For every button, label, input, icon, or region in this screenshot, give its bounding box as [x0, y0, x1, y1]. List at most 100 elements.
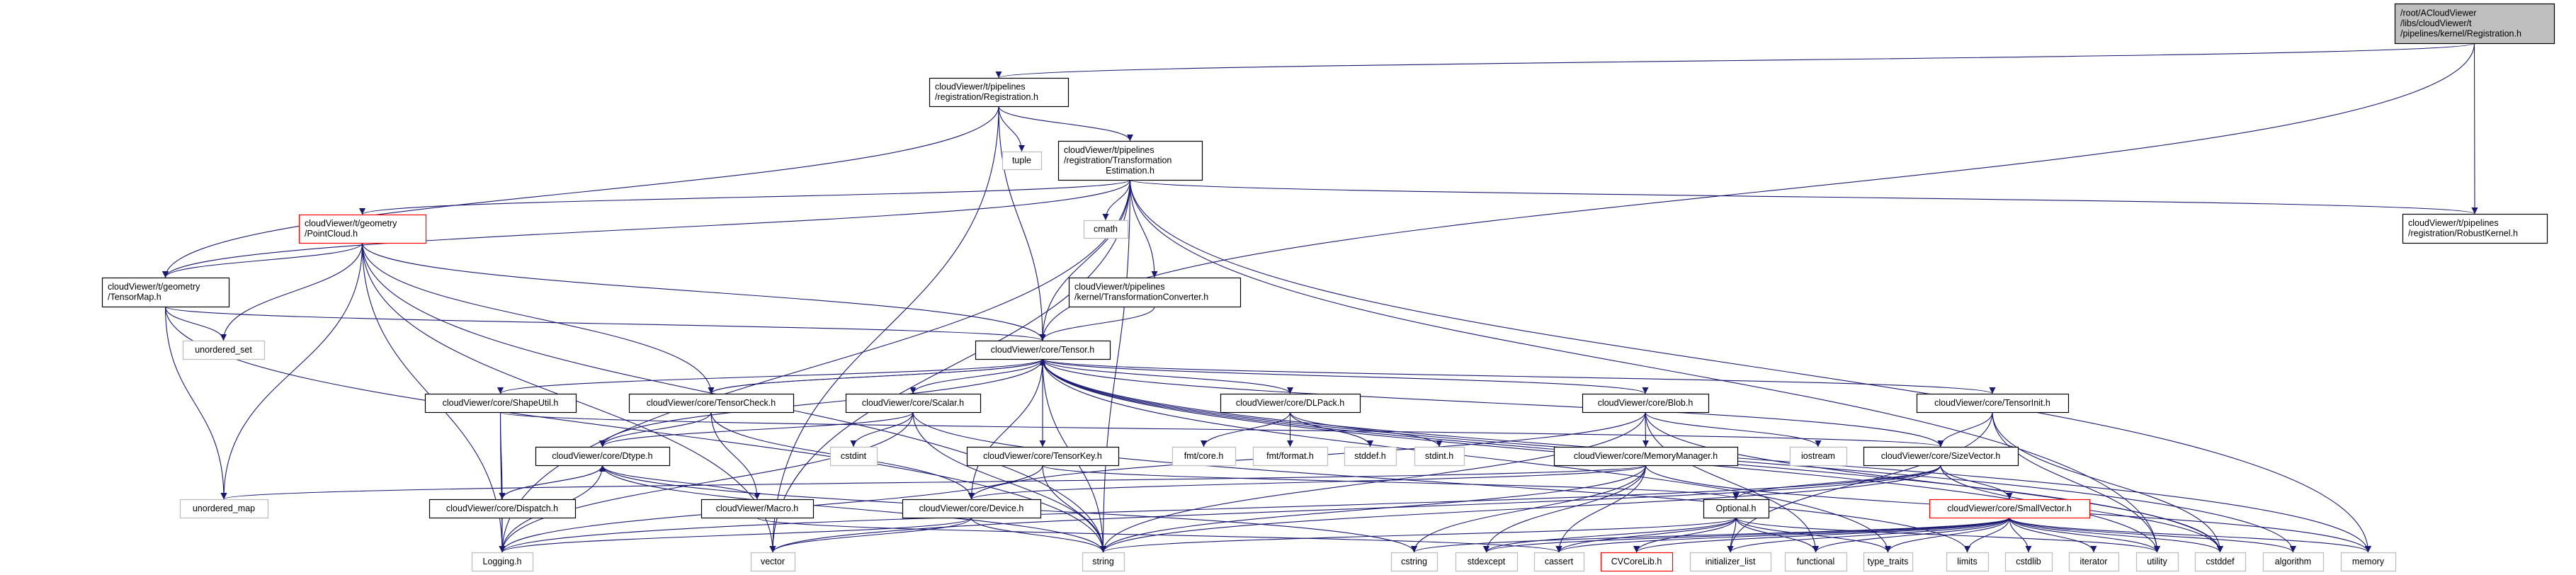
node-box — [298, 214, 427, 244]
node-label: unordered_map — [193, 503, 255, 513]
node-label: Estimation.h — [1106, 166, 1154, 176]
node-robustkernel[interactable]: cloudViewer/t/pipelines/registration/Rob… — [2402, 213, 2548, 244]
node-iostream: iostream — [1789, 446, 1848, 467]
node-label: fmt/format.h — [1266, 451, 1314, 461]
node-box — [182, 340, 266, 360]
node-label: cloudViewer/Macro.h — [716, 503, 799, 513]
edge-transest-to-string — [1100, 179, 1131, 553]
node-label: /TensorMap.h — [108, 292, 161, 302]
node-box — [1582, 393, 1710, 414]
node-cstddef: cstddef — [2194, 552, 2247, 572]
node-label: cloudViewer/core/Dispatch.h — [446, 503, 558, 513]
node-registration[interactable]: cloudViewer/t/pipelines/registration/Reg… — [929, 77, 1069, 108]
edge-transest-to-vector — [769, 179, 1131, 553]
node-logging: Logging.h — [471, 552, 534, 572]
node-tensorinit[interactable]: cloudViewer/core/TensorInit.h — [1916, 393, 2070, 414]
node-label: functional — [1797, 557, 1835, 567]
node-label: unordered_set — [195, 345, 252, 355]
node-scalar[interactable]: cloudViewer/core/Scalar.h — [845, 393, 982, 414]
node-label: utility — [2147, 557, 2167, 567]
node-label: cloudViewer/t/geometry — [305, 219, 397, 229]
edge-pointcloud-to-tensorcheck — [361, 242, 715, 394]
node-label: cloudViewer/core/MemoryManager.h — [1574, 451, 1718, 461]
node-label: stdexcept — [1468, 557, 1506, 567]
node-label: cloudViewer/core/Dtype.h — [552, 451, 652, 461]
edge-scalar-to-cstdint — [850, 411, 914, 448]
node-dtype[interactable]: cloudViewer/core/Dtype.h — [535, 446, 671, 467]
node-device[interactable]: cloudViewer/core/Device.h — [902, 499, 1042, 519]
node-tensormap[interactable]: cloudViewer/t/geometry/TensorMap.h — [101, 277, 230, 308]
node-transest[interactable]: cloudViewer/t/pipelines/registration/Tra… — [1057, 140, 1203, 181]
edge-tensorkey-to-string — [1042, 465, 1106, 553]
node-cassert: cassert — [1533, 552, 1585, 572]
node-memorymanager[interactable]: cloudViewer/core/MemoryManager.h — [1553, 446, 1739, 467]
node-cvcorelib[interactable]: CVCoreLib.h — [1600, 552, 1674, 572]
node-fmtcore: fmt/core.h — [1171, 446, 1237, 467]
edge-sizevector-to-string — [1100, 465, 1941, 553]
edge-smallvector-to-iterator — [2009, 517, 2097, 553]
node-box — [2340, 552, 2397, 572]
nodes-layer: /root/ACloudViewer/libs/cloudViewer/t/pi… — [101, 3, 2555, 572]
node-dlpack[interactable]: cloudViewer/core/DLPack.h — [1220, 393, 1361, 414]
node-box — [1220, 393, 1361, 414]
node-shapeutil[interactable]: cloudViewer/core/ShapeUtil.h — [424, 393, 577, 414]
edge-pointcloud-to-tensor — [361, 242, 1046, 341]
node-label: cassert — [1545, 557, 1574, 567]
node-dispatch[interactable]: cloudViewer/core/Dispatch.h — [429, 499, 577, 519]
node-unordered-set: unordered_set — [182, 340, 266, 360]
node-box — [829, 446, 878, 467]
node-label: initializer_list — [1706, 557, 1756, 567]
node-memory: memory — [2340, 552, 2397, 572]
edge-tensorkey-to-optional — [1042, 465, 1740, 500]
edge-smallvector-to-limits — [1964, 517, 2010, 553]
edge-tensorcheck-to-macro — [710, 411, 761, 500]
node-tensorkey[interactable]: cloudViewer/core/TensorKey.h — [966, 446, 1120, 467]
node-label: /registration/RobustKernel.h — [2408, 229, 2518, 239]
node-smallvector[interactable]: cloudViewer/core/SmallVector.h — [1929, 499, 2091, 519]
node-cstring: cstring — [1390, 552, 1439, 572]
node-box — [429, 499, 577, 519]
node-tensor[interactable]: cloudViewer/core/Tensor.h — [975, 340, 1111, 360]
node-box — [1553, 446, 1739, 467]
node-box — [1863, 446, 2019, 467]
node-sizevector[interactable]: cloudViewer/core/SizeVector.h — [1863, 446, 2019, 467]
node-label: stdint.h — [1425, 451, 1453, 461]
node-box — [179, 499, 269, 519]
node-box — [1002, 151, 1043, 171]
node-label: iterator — [2080, 557, 2108, 567]
node-tensorcheck[interactable]: cloudViewer/core/TensorCheck.h — [628, 393, 795, 414]
node-macro[interactable]: cloudViewer/Macro.h — [700, 499, 815, 519]
edge-dispatch-to-dtype — [501, 465, 606, 500]
node-label: CVCoreLib.h — [1611, 557, 1662, 567]
edge-scalar-to-limits — [912, 411, 1970, 553]
edge-scalar-to-dtype — [599, 411, 914, 448]
edge-sizevector-to-smallvector — [1940, 465, 2013, 500]
node-pointcloud[interactable]: cloudViewer/t/geometry/PointCloud.h — [298, 214, 427, 244]
edge-smallvector-to-memory — [2009, 517, 2371, 553]
edge-tensorinit-to-cstddef — [1992, 411, 2223, 553]
node-root[interactable]: /root/ACloudViewer/libs/cloudViewer/t/pi… — [2394, 3, 2555, 45]
edge-pointcloud-to-unordered_set — [220, 242, 363, 341]
node-utility: utility — [2135, 552, 2179, 572]
node-optional[interactable]: Optional.h — [1703, 499, 1770, 519]
node-blob[interactable]: cloudViewer/core/Blob.h — [1582, 393, 1710, 414]
edges-layer — [162, 42, 2478, 553]
edge-memorymanager-to-device — [968, 465, 1647, 500]
node-transconv[interactable]: cloudViewer/t/pipelines/kernel/Transform… — [1068, 277, 1242, 308]
edge-registration-to-tuple — [998, 106, 1025, 152]
edge-tensor-to-tensorinit — [1042, 358, 1996, 394]
edge-device-to-vector — [769, 517, 972, 553]
node-string: string — [1082, 552, 1125, 572]
edge-transest-to-tensormap — [162, 179, 1131, 278]
edge-tensorinit-to-sizevector — [1937, 411, 1993, 448]
node-label: /root/ACloudViewer — [2400, 8, 2476, 18]
node-limits: limits — [1946, 552, 1990, 572]
node-label: tuple — [1012, 155, 1031, 165]
node-label: /libs/cloudViewer/t — [2400, 18, 2472, 28]
node-label: cloudViewer/core/Scalar.h — [862, 398, 964, 408]
edge-smallvector-to-stdexcept — [1483, 517, 2010, 553]
node-box — [535, 446, 671, 467]
node-box — [1863, 552, 1914, 572]
node-label: /registration/Transformation — [1064, 155, 1171, 165]
node-box — [1344, 446, 1397, 467]
